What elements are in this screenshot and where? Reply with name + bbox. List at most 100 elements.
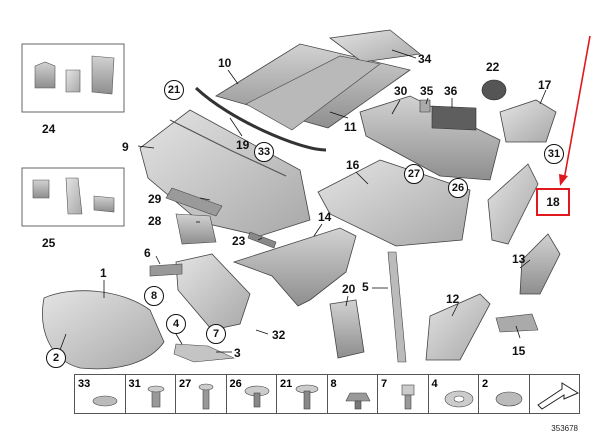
callout-10: 10	[218, 56, 232, 70]
fastener-cell: 4	[429, 375, 479, 413]
callout-31: 31	[544, 144, 564, 164]
fastener-bar: 33 31 27 26 21 8 7 4 2	[74, 374, 580, 414]
fastener-number: 2	[482, 378, 489, 390]
part-23	[247, 231, 277, 249]
callout-7: 7	[206, 324, 226, 344]
part-9-detail	[169, 119, 287, 177]
part-14	[232, 227, 357, 307]
fastener-number: 26	[229, 378, 242, 390]
callout-34: 34	[418, 52, 432, 66]
callout-11: 11	[344, 120, 357, 134]
leader-lines	[59, 49, 547, 353]
part-25a	[32, 179, 50, 199]
callout-2: 2	[46, 348, 66, 368]
part-16	[317, 159, 471, 247]
fastener-cell: 7	[378, 375, 429, 413]
part-15	[495, 313, 539, 333]
fastener-number: 21	[280, 378, 293, 390]
callout-28: 28	[148, 214, 162, 228]
part-24b	[65, 69, 81, 93]
fastener-cell: 8	[328, 375, 378, 413]
fastener-cell: 2	[479, 375, 530, 413]
callout-5: 5	[362, 280, 369, 294]
callout-33: 33	[254, 142, 274, 162]
part-5	[387, 251, 407, 363]
part-22	[481, 79, 507, 101]
callout-26: 26	[448, 178, 468, 198]
fastener-cell: 31	[126, 375, 176, 413]
callout-23: 23	[232, 234, 246, 248]
fastener-icon	[147, 385, 164, 408]
part-12	[425, 293, 491, 361]
fastener-icon	[244, 385, 269, 408]
callout-20: 20	[342, 282, 356, 296]
callout-9: 9	[122, 140, 129, 154]
part-17	[499, 99, 557, 143]
callout-15: 15	[512, 344, 526, 358]
diagram-code: 353678	[551, 424, 578, 433]
part-29	[165, 187, 223, 217]
part-20	[329, 299, 365, 359]
part-34-mat	[328, 29, 421, 63]
fastener-icon	[401, 384, 415, 410]
callout-18-highlighted: 18	[536, 188, 570, 216]
callout-17: 17	[538, 78, 552, 92]
callout-14: 14	[318, 210, 332, 224]
part-13	[519, 233, 561, 295]
highlight-arrow-head	[559, 174, 568, 186]
callout-35: 35	[420, 84, 434, 98]
part-1	[42, 290, 165, 370]
fastener-number: 7	[381, 378, 388, 390]
fastener-number: 33	[78, 378, 91, 390]
part-18	[487, 163, 539, 245]
fastener-cell: 21	[277, 375, 328, 413]
callout-32: 32	[272, 328, 286, 342]
fastener-icon	[198, 383, 214, 410]
part-25c	[93, 195, 115, 213]
callout-29: 29	[148, 192, 162, 206]
callout-22: 22	[486, 60, 500, 74]
part-36	[431, 105, 477, 131]
callout-6: 6	[144, 246, 151, 260]
fastener-icon	[92, 395, 118, 407]
callout-30: 30	[394, 84, 408, 98]
part-11-mat	[245, 55, 381, 131]
callout-21: 21	[164, 80, 184, 100]
callout-12: 12	[446, 292, 460, 306]
fastener-number: 8	[330, 378, 337, 390]
callout-1: 1	[100, 266, 107, 280]
fastener-icon	[295, 384, 319, 410]
part-3	[173, 343, 236, 363]
part-19-seal	[194, 86, 327, 152]
part-30	[359, 95, 501, 181]
callout-16: 16	[346, 158, 360, 172]
fastener-cell: 33	[75, 375, 126, 413]
fastener-number: 27	[179, 378, 192, 390]
part-24a	[34, 61, 56, 89]
callout-36: 36	[444, 84, 458, 98]
callout-13: 13	[512, 252, 526, 266]
callout-25: 25	[42, 236, 56, 250]
part-35	[419, 99, 431, 113]
highlight-arrow	[563, 35, 591, 181]
fastener-icon	[495, 391, 523, 407]
part-28	[175, 213, 217, 245]
fastener-cell: 27	[176, 375, 227, 413]
part-wheel-arch	[175, 253, 251, 331]
fastener-cell: 26	[227, 375, 277, 413]
direction-arrow-icon	[536, 382, 579, 410]
callout-19: 19	[236, 138, 250, 152]
callout-8: 8	[144, 286, 164, 306]
part-6	[149, 263, 183, 277]
fastener-icon	[444, 390, 473, 408]
part-25b	[65, 177, 83, 215]
part-24c	[91, 55, 115, 95]
fastener-number: 31	[128, 378, 141, 390]
callout-24: 24	[42, 122, 56, 136]
fastener-icon	[345, 392, 370, 410]
part-9-bulkhead	[139, 109, 311, 237]
callout-4: 4	[166, 314, 186, 334]
callout-27: 27	[404, 164, 424, 184]
fastener-number: 4	[431, 378, 438, 390]
